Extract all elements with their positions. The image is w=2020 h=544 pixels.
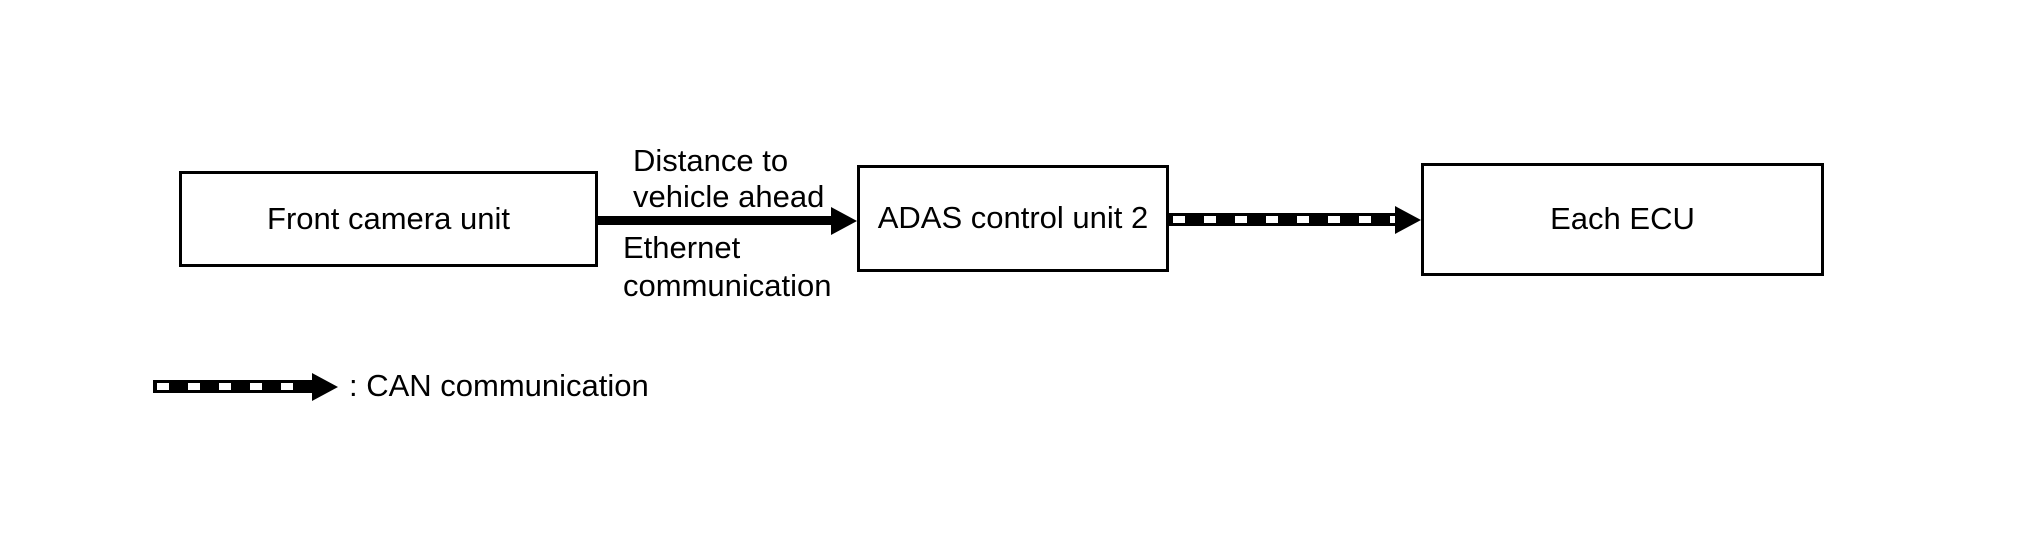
node-adas-control-unit-2: ADAS control unit 2 — [857, 165, 1169, 272]
ethernet-arrow-line — [598, 216, 832, 225]
node-front-camera-unit-label: Front camera unit — [267, 200, 510, 236]
node-front-camera-unit: Front camera unit — [179, 171, 598, 267]
ethernet-link-signal-label: Distance to vehicle ahead — [633, 143, 825, 214]
legend-can-arrow-line — [153, 380, 312, 393]
legend-label: : CAN communication — [349, 368, 649, 403]
ethernet-link-type-label: Ethernet communication — [623, 230, 832, 303]
node-each-ecu-label: Each ECU — [1550, 201, 1695, 237]
can-arrow-line — [1169, 213, 1395, 226]
ethernet-arrowhead-icon — [831, 207, 857, 235]
legend-can-arrow-dash-pattern — [153, 383, 312, 390]
can-arrowhead-icon — [1395, 206, 1421, 234]
node-each-ecu: Each ECU — [1421, 163, 1824, 276]
can-arrow-dash-pattern — [1169, 216, 1395, 223]
legend-can-arrowhead-icon — [312, 373, 338, 401]
node-adas-control-unit-2-label: ADAS control unit 2 — [877, 200, 1149, 236]
